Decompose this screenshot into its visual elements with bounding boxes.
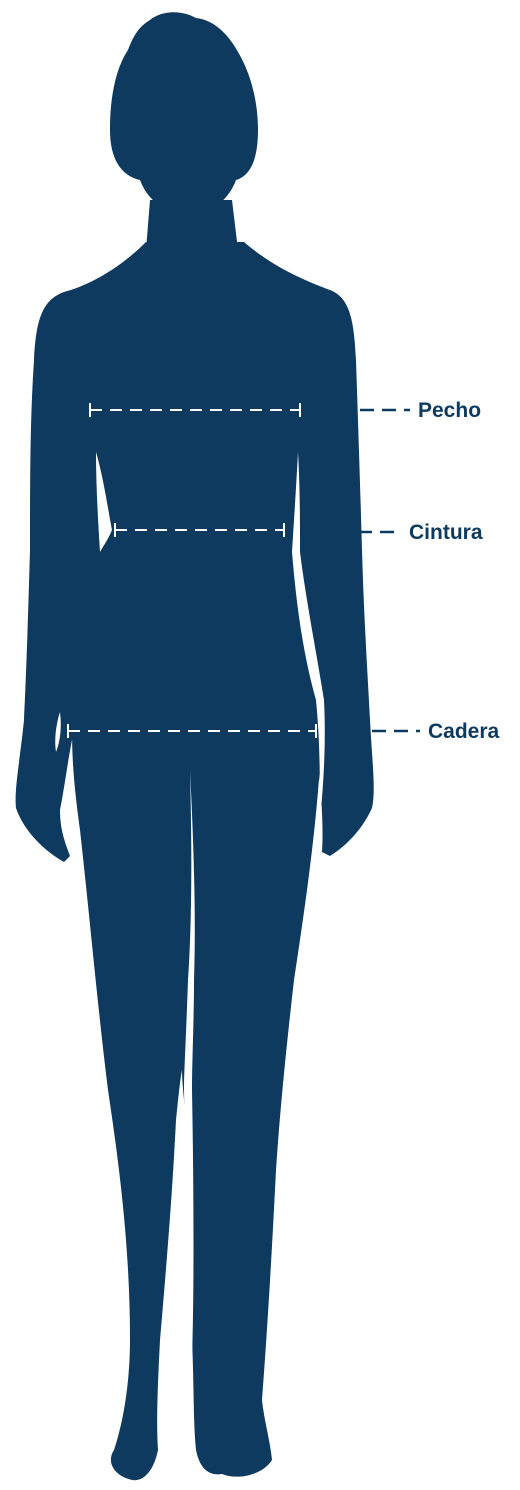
- head-shape: [110, 12, 258, 213]
- waist-label: Cintura: [409, 521, 483, 544]
- hip-label: Cadera: [428, 720, 500, 743]
- chest-label: Pecho: [418, 399, 481, 422]
- legs-shape: [72, 730, 322, 1480]
